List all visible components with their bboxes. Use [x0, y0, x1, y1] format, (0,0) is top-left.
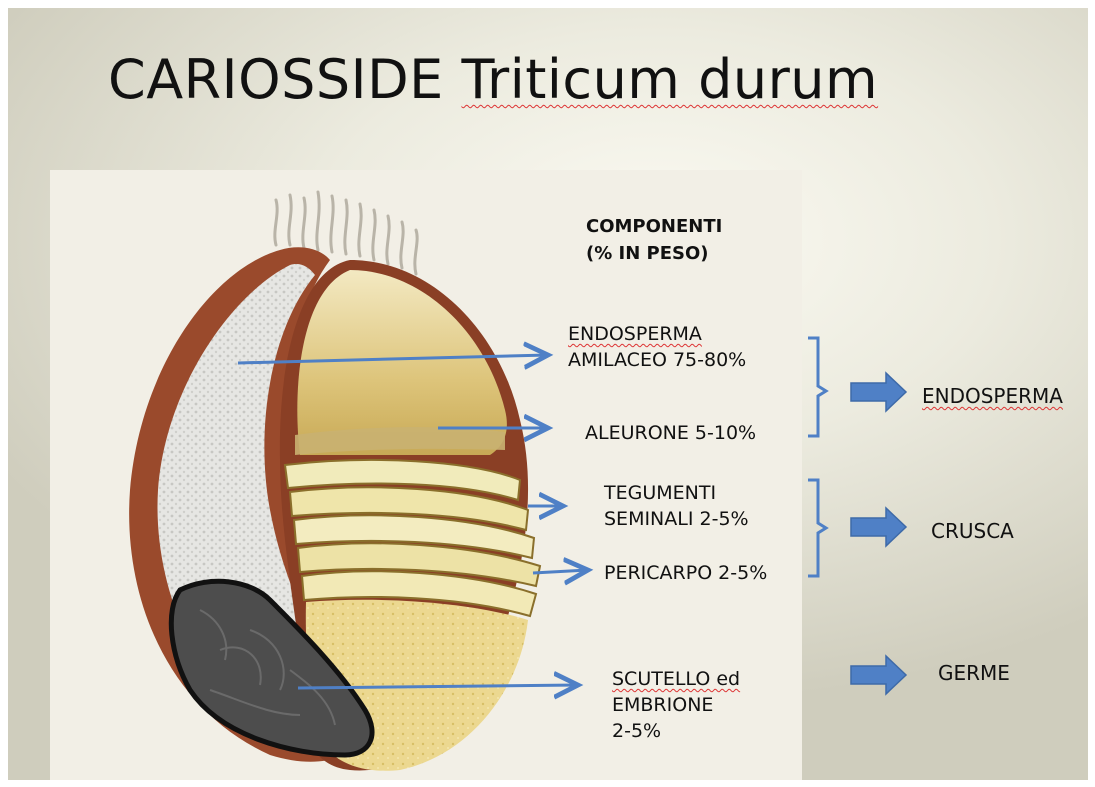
group-label-endosperma: ENDOSPERMA [922, 384, 1063, 408]
group-label-germe: GERME [938, 661, 1010, 685]
label-endosperma-amilaceo-line-1: ENDOSPERMA [568, 321, 702, 347]
arrow-pericarpo [533, 570, 588, 573]
slide: CARIOSSIDE Triticum durum [8, 8, 1088, 780]
label-aleurone: ALEURONE 5-10% [585, 420, 756, 446]
label-endosperma-amilaceo: ENDOSPERMA AMILACEO 75-80% [568, 321, 746, 373]
block-arrow-endosperma [851, 373, 906, 411]
arrow-endosperma-amilaceo [238, 355, 548, 363]
label-pericarpo: PERICARPO 2-5% [604, 560, 767, 586]
group-label-crusca: CRUSCA [931, 519, 1014, 543]
block-arrow-germe [851, 656, 906, 694]
components-heading-line-2: (% IN PESO) [586, 240, 722, 267]
bracket-crusca [808, 480, 826, 576]
label-endosperma-amilaceo-line-2: AMILACEO 75-80% [568, 347, 746, 373]
label-tegumenti-line-2: SEMINALI 2-5% [604, 506, 749, 532]
components-heading-line-1: COMPONENTI [586, 213, 722, 240]
arrow-scutello [298, 685, 578, 688]
label-scutello-line-3: 2-5% [612, 718, 740, 744]
bracket-endosperma [808, 338, 826, 436]
block-arrow-crusca [851, 508, 906, 546]
label-scutello-line-2: EMBRIONE [612, 692, 740, 718]
components-heading: COMPONENTI (% IN PESO) [586, 213, 722, 267]
label-tegumenti-line-1: TEGUMENTI [604, 480, 749, 506]
label-tegumenti-seminali: TEGUMENTI SEMINALI 2-5% [604, 480, 749, 532]
label-scutello-line-1-text: SCUTELLO ed [612, 668, 740, 690]
label-scutello-line-1: SCUTELLO ed [612, 666, 740, 692]
label-scutello-embrione: SCUTELLO ed EMBRIONE 2-5% [612, 666, 740, 744]
